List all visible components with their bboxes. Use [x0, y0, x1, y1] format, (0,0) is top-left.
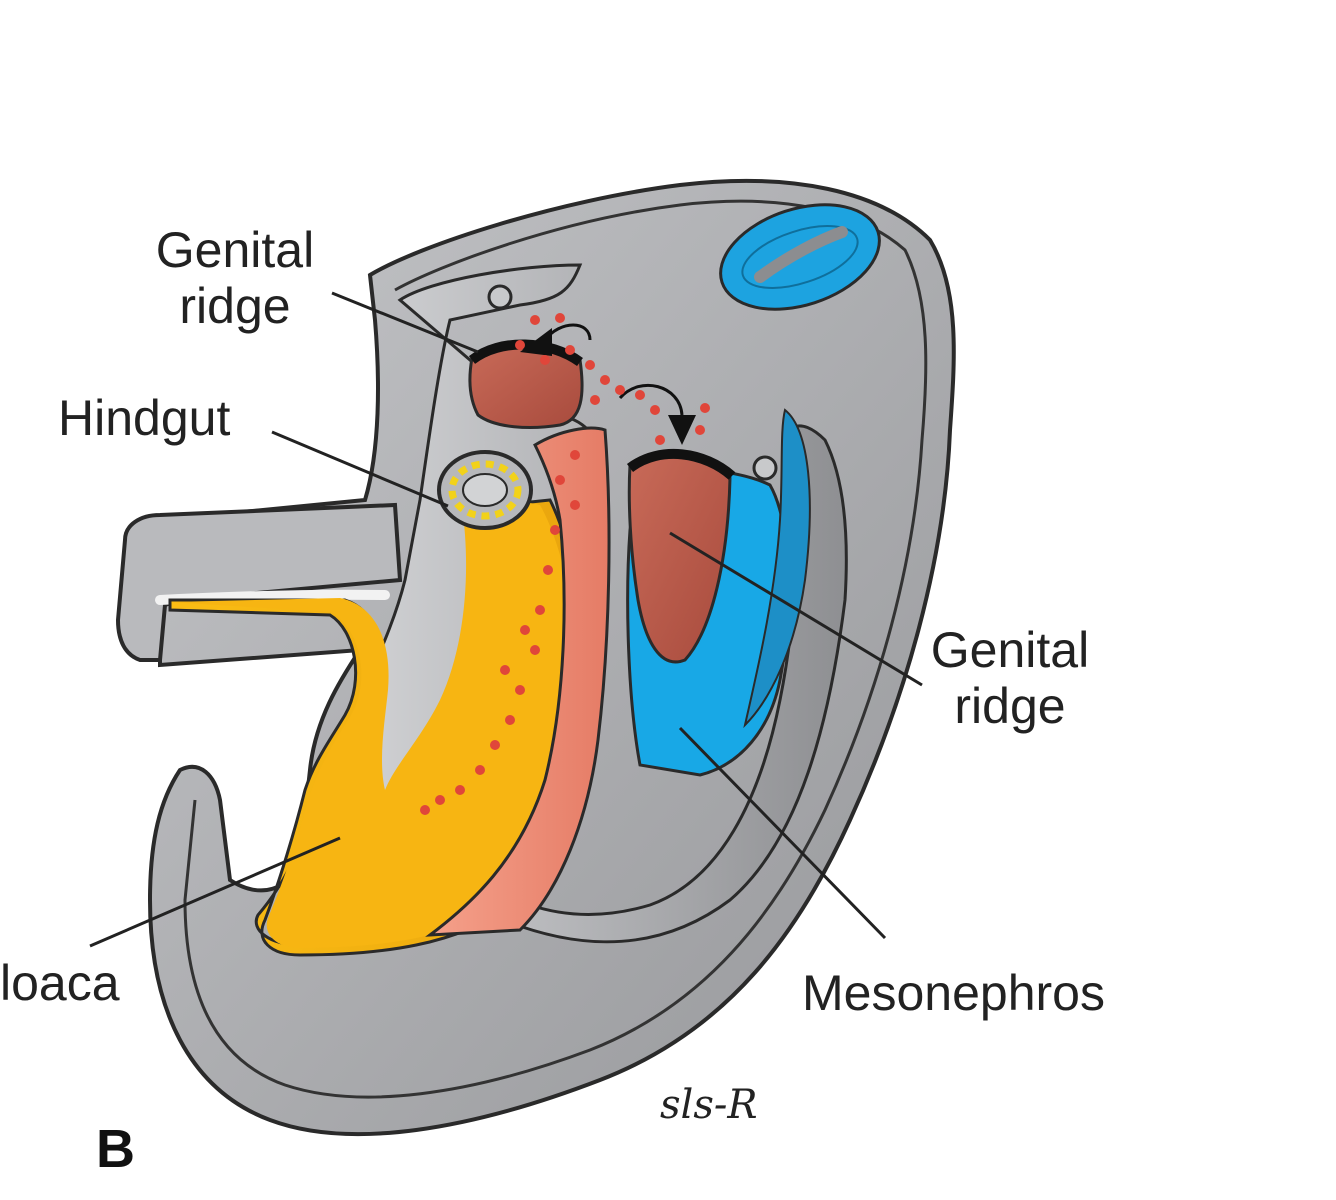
nephric-bud-upper — [487, 284, 513, 310]
label-genital-ridge-top: Genital ridge — [146, 222, 324, 334]
nephric-bud-right — [752, 455, 778, 481]
artist-signature: sls-R — [660, 1082, 758, 1128]
leader-hindgut — [271, 430, 449, 508]
body-wall-inner-rim — [183, 199, 928, 1099]
hindgut-cross-section — [437, 450, 533, 530]
panel-letter: B — [96, 1119, 135, 1179]
mesonephric-duct — [743, 408, 811, 729]
label-genital-ridge-right: Genital ridge — [920, 622, 1100, 734]
label-genital-ridge-top-line2: ridge — [179, 278, 291, 334]
label-mesonephros: Mesonephros — [802, 965, 1105, 1021]
label-genital-ridge-top-line1: Genital — [155, 222, 315, 278]
label-hindgut: Hindgut — [58, 390, 231, 446]
genital-ridge-upper-epithelium — [468, 339, 583, 367]
leader-genital-ridge-right — [669, 531, 923, 687]
migration-arrowhead-right — [668, 415, 696, 445]
migration-arrowhead-left — [520, 328, 552, 356]
leader-mesonephros — [678, 726, 887, 940]
migration-arrow-right — [618, 383, 684, 416]
label-genital-ridge-right-line1: Genital — [930, 622, 1090, 678]
label-genital-ridge-right-line2: ridge — [954, 678, 1066, 734]
genital-ridge-lower-epithelium — [626, 449, 736, 480]
leader-cloaca — [89, 836, 341, 948]
primordial-germ-cells — [420, 313, 710, 815]
leader-genital-ridge-top — [331, 291, 479, 354]
hindgut-fill — [170, 501, 578, 948]
dorsal-mesentery — [425, 426, 611, 937]
label-cloaca: loaca — [0, 955, 120, 1011]
neural-tube — [719, 203, 881, 311]
